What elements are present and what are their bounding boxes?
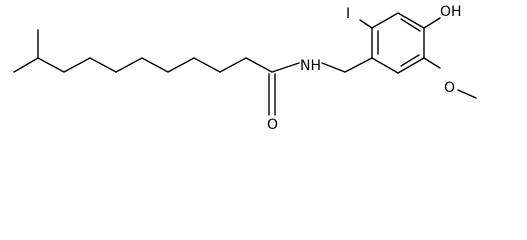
bond-ring-hydroxyl: [423, 17, 441, 29]
bond-chain-6: [167, 57, 195, 73]
bond-carbonyl-c-n: [271, 62, 300, 73]
substituents: [359, 17, 477, 99]
amide-group: [268, 57, 373, 116]
bond-n-ch2: [321, 62, 346, 73]
ring-double-bond-b: [400, 18, 421, 32]
bond-chain-3: [89, 57, 117, 73]
bond-chain-4: [115, 57, 143, 73]
bond-ring-ether-o: [423, 57, 441, 69]
bond-chain-7: [193, 57, 221, 73]
bond-chain-9: [245, 57, 273, 73]
hydroxyl-label: OH: [440, 4, 462, 20]
bond-ring-iodine: [359, 19, 373, 29]
ring-bond-6: [371, 57, 399, 74]
benzene-ring: [371, 12, 425, 74]
bond-chain-8: [219, 57, 247, 73]
bond-chain-1: [37, 57, 65, 73]
ether-oxygen-label: O: [444, 80, 455, 96]
bond-ether-o-methyl: [457, 89, 477, 99]
bond-chain-2: [63, 57, 91, 73]
bond-ch2-ring: [344, 57, 373, 73]
amine-nh-label: NH: [300, 58, 321, 74]
ring-bond-2: [371, 12, 399, 29]
bond-chain-5: [141, 57, 169, 73]
chemical-structure-diagram: I OH NH O O: [13, 4, 477, 133]
ring-bond-5: [397, 57, 425, 74]
ring-bond-3: [397, 12, 425, 29]
ring-double-bond-c: [400, 54, 420, 67]
bond-methyl-branch-left: [13, 57, 39, 73]
carbonyl-oxygen-label: O: [267, 117, 278, 133]
alkyl-chain: [13, 29, 273, 73]
iodine-label: I: [346, 6, 350, 22]
